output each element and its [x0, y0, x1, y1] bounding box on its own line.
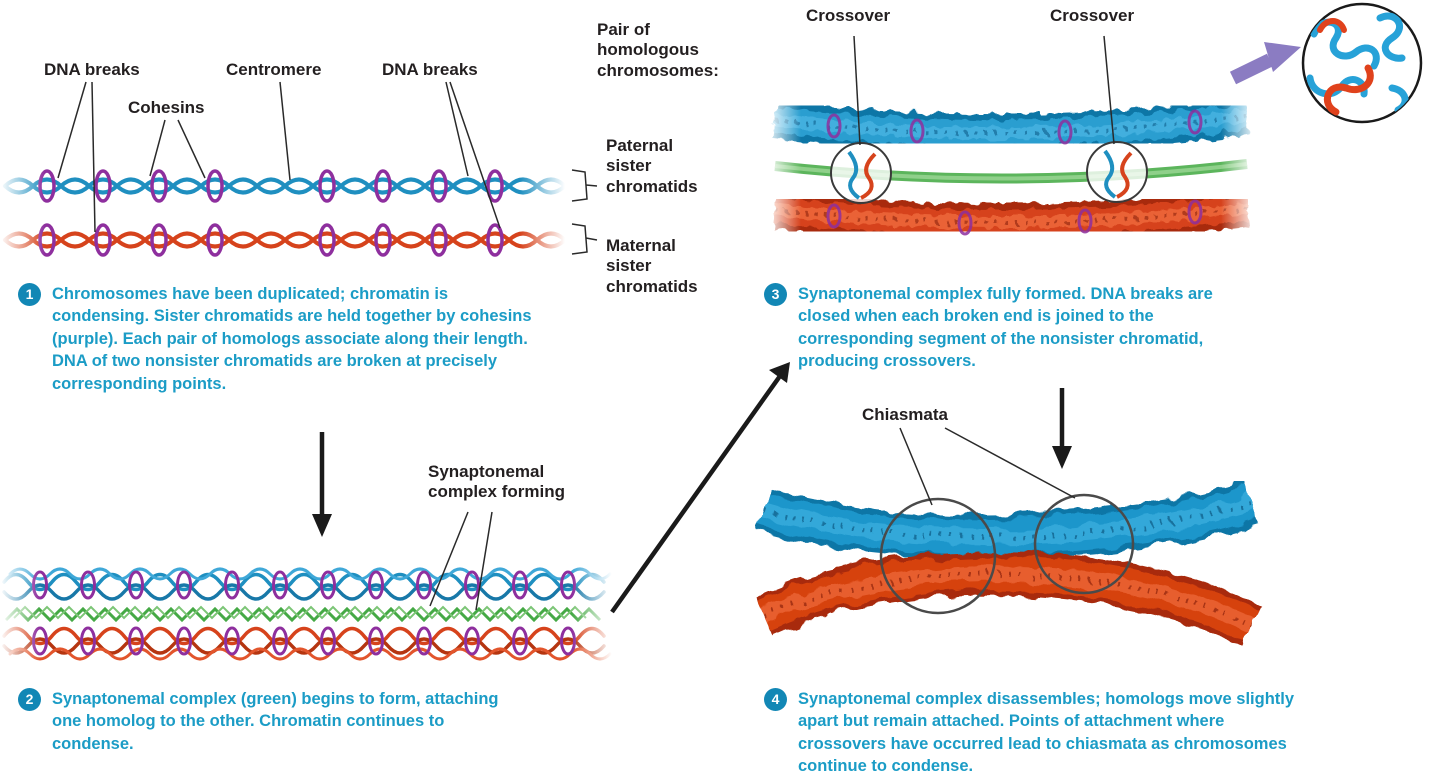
right-fade — [572, 554, 612, 672]
paternal-bracket — [571, 169, 598, 202]
left-fade — [0, 554, 40, 672]
maternal-homolog-condensing — [2, 626, 612, 661]
synaptonemal-complex-zigzag — [4, 605, 602, 623]
step1-description: Chromosomes have been duplicated; chroma… — [52, 285, 532, 393]
step2-number-badge: 2 — [18, 688, 41, 711]
label-chiasmata: Chiasmata — [862, 405, 948, 424]
label-crossover-right: Crossover — [1050, 6, 1135, 25]
cohesin-rings — [826, 109, 1203, 236]
step3-description: Synaptonemal complex fully formed. DNA b… — [798, 285, 1213, 371]
label-crossover-left: Crossover — [806, 6, 891, 25]
right-fade — [520, 153, 565, 273]
crossover-site-right — [1086, 141, 1148, 203]
paternal-homolog-condensing — [2, 567, 612, 601]
step3-full-synaptonemal-complex-illustration — [765, 82, 1257, 252]
step4-number-badge: 4 — [764, 688, 787, 711]
label-pair-of-homologous-chromosomes: Pair of homologous chromosomes: — [597, 20, 719, 80]
leader-lines — [57, 35, 1115, 611]
label-synaptonemal-complex-forming: Synaptonemal complex forming — [428, 462, 565, 502]
step4-description: Synaptonemal complex disassembles; homol… — [798, 690, 1295, 776]
maternal-condensed-chromosome — [755, 551, 1262, 646]
crossover-magnified-inset — [1301, 2, 1423, 124]
label-centromere: Centromere — [226, 60, 322, 79]
step2-description: Synaptonemal complex (green) begins to f… — [52, 690, 499, 753]
inset-magnifier-arrow-icon — [1229, 42, 1301, 85]
crossover-site-left — [830, 142, 892, 204]
step1-duplicated-chromosomes-illustration — [0, 153, 565, 273]
label-dna-breaks-left: DNA breaks — [44, 60, 140, 79]
left-fade — [0, 153, 45, 273]
cohesin-rings — [38, 169, 504, 257]
step1-number-badge: 1 — [18, 283, 41, 306]
diagonal-arrow-step2-to-step3-icon — [610, 362, 790, 614]
label-dna-breaks-right: DNA breaks — [382, 60, 478, 79]
right-fade — [1221, 82, 1257, 252]
label-cohesins: Cohesins — [128, 98, 205, 117]
inset-strands — [1306, 12, 1409, 116]
step2-synapsis-forming-illustration — [0, 554, 612, 672]
chiasma-circles — [879, 493, 1135, 615]
step4-chiasmata-chromosomes-illustration — [755, 481, 1262, 646]
paternal-condensed-chromosome — [757, 481, 1259, 559]
maternal-bracket — [571, 223, 598, 255]
label-paternal-sister-chromatids: Paternal sister chromatids — [606, 136, 698, 196]
down-arrow-step3-to-step4-icon — [1052, 388, 1072, 469]
label-maternal-sister-chromatids: Maternal sister chromatids — [606, 236, 698, 296]
down-arrow-step1-to-step2-icon — [312, 432, 332, 537]
step3-number-badge: 3 — [764, 283, 787, 306]
left-fade — [765, 82, 801, 252]
